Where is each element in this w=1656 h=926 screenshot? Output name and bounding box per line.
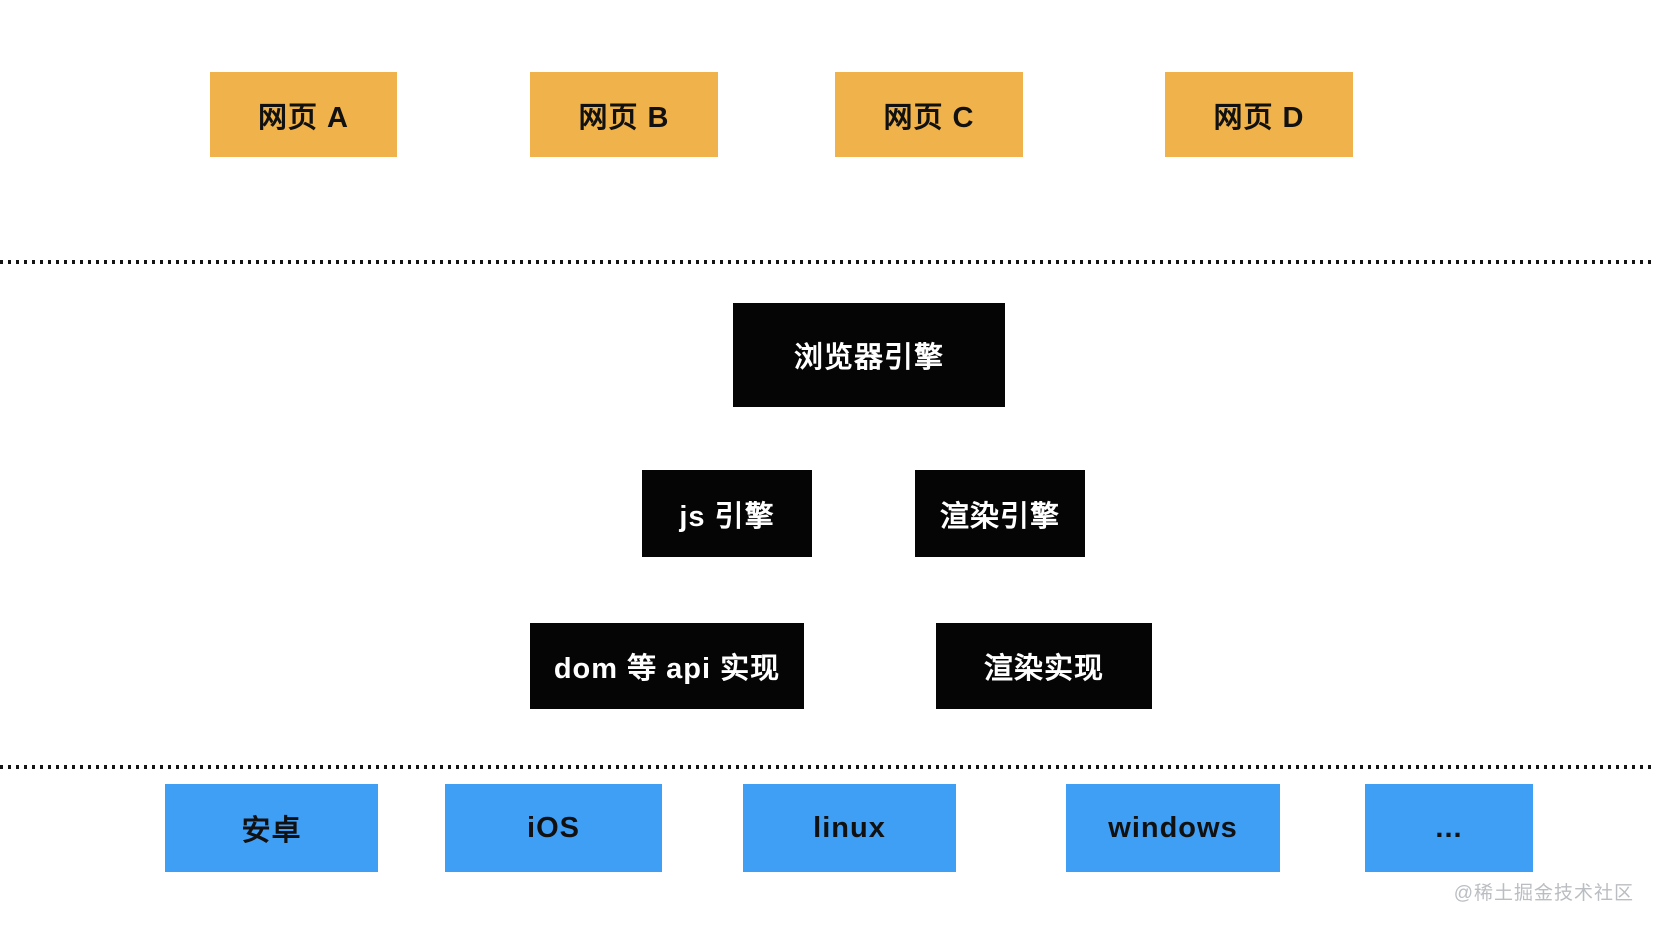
web-page-b-label: 网页 B <box>578 101 670 134</box>
dotted-divider-bottom <box>0 765 1656 769</box>
browser-engine-label: 浏览器引擎 <box>793 342 944 374</box>
render-impl-label: 渲染实现 <box>983 653 1104 685</box>
web-page-a-label: 网页 A <box>257 101 349 134</box>
platform-linux-box: linux <box>743 784 956 872</box>
web-page-c-box: 网页 C <box>835 72 1023 157</box>
platform-android-label: 安卓 <box>241 815 302 847</box>
web-page-c-label: 网页 C <box>883 101 975 134</box>
web-page-d-label: 网页 D <box>1213 101 1305 134</box>
js-engine-box: js 引擎 <box>642 470 812 557</box>
js-engine-label: js 引擎 <box>679 500 775 533</box>
render-engine-label: 渲染引擎 <box>939 500 1060 533</box>
dotted-divider-top <box>0 260 1656 264</box>
web-page-b-box: 网页 B <box>530 72 718 157</box>
platform-more-label: ... <box>1435 811 1463 844</box>
dom-api-impl-box: dom 等 api 实现 <box>530 623 804 709</box>
dom-api-impl-label: dom 等 api 实现 <box>553 653 781 685</box>
render-engine-box: 渲染引擎 <box>915 470 1085 557</box>
platform-ios-box: iOS <box>445 784 662 872</box>
browser-engine-box: 浏览器引擎 <box>733 303 1005 407</box>
platform-more-box: ... <box>1365 784 1533 872</box>
web-page-d-box: 网页 D <box>1165 72 1353 157</box>
web-page-a-box: 网页 A <box>210 72 397 157</box>
platform-ios-label: iOS <box>527 811 580 844</box>
platform-linux-label: linux <box>813 811 886 844</box>
platform-windows-label: windows <box>1108 811 1238 844</box>
platform-android-box: 安卓 <box>165 784 378 872</box>
watermark-text: @稀土掘金技术社区 <box>1453 883 1634 904</box>
render-impl-box: 渲染实现 <box>936 623 1152 709</box>
platform-windows-box: windows <box>1066 784 1280 872</box>
